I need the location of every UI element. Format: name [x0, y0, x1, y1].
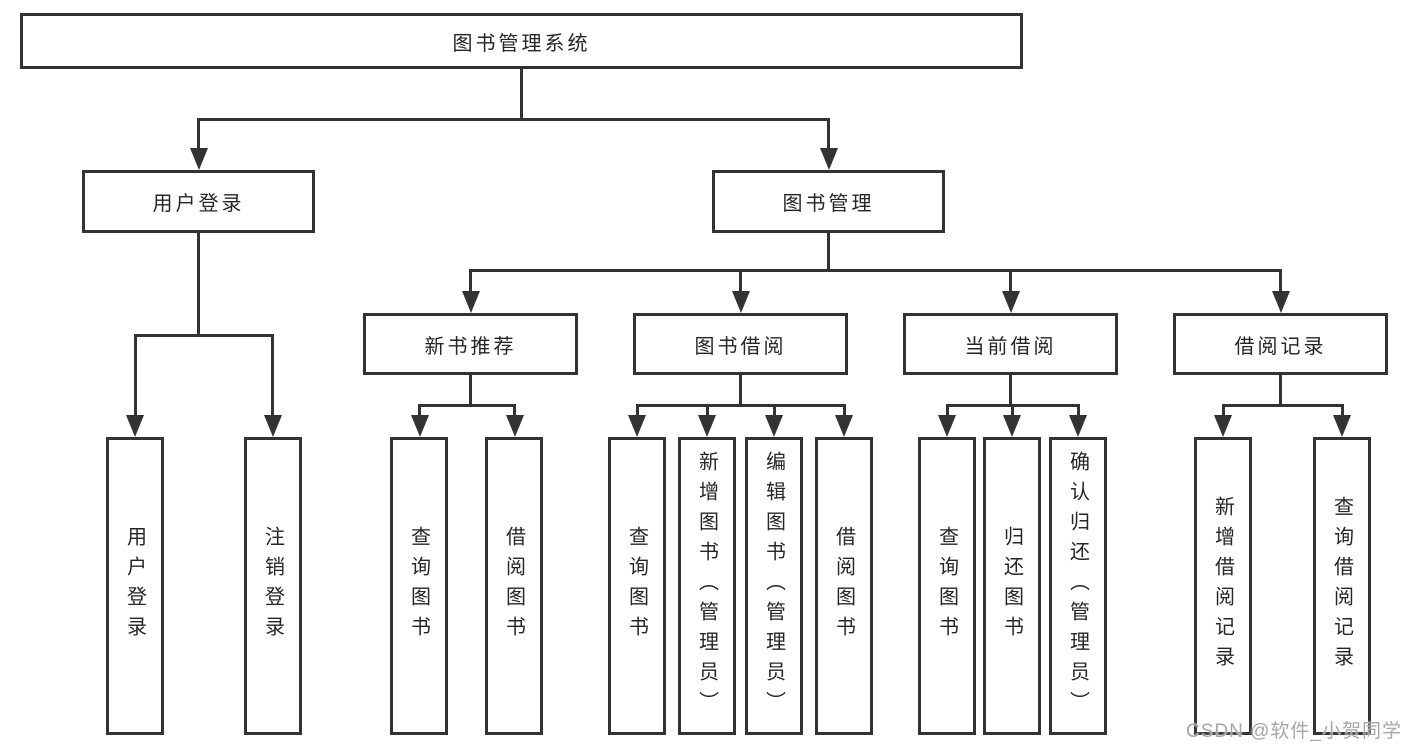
connector-line — [1009, 375, 1012, 406]
leaf-borrow-books-borrowing: 借阅图书 — [815, 437, 873, 735]
connector-line — [1222, 404, 1344, 407]
connector-line — [513, 404, 516, 417]
connector-line — [418, 404, 516, 407]
connector-line — [827, 233, 830, 271]
connector-arrow — [698, 415, 716, 437]
connector-arrow — [264, 415, 282, 437]
connector-line — [827, 118, 830, 151]
connector-arrow — [820, 148, 838, 170]
connector-line — [134, 334, 274, 337]
connector-line — [197, 233, 200, 336]
connector-line — [1077, 404, 1080, 417]
node-book-borrowing: 图书借阅 — [633, 313, 848, 375]
node-borrowing-records: 借阅记录 — [1173, 313, 1388, 375]
watermark: CSDN @软件_小贺同学 — [1186, 721, 1402, 742]
connector-line — [469, 269, 1282, 272]
connector-line — [636, 404, 846, 407]
connector-arrow — [506, 415, 524, 437]
connector-line — [1222, 404, 1225, 417]
connector-line — [706, 404, 709, 417]
connector-line — [1279, 375, 1282, 406]
leaf-edit-books-admin: 编辑图书（管理员） — [745, 437, 803, 735]
node-new-book-recommendation: 新书推荐 — [363, 313, 578, 375]
connector-line — [946, 404, 949, 417]
node-current-borrowing: 当前借阅 — [903, 313, 1118, 375]
connector-line — [197, 118, 830, 121]
leaf-confirm-return-admin: 确认归还（管理员） — [1049, 437, 1107, 735]
leaf-query-books-borrowing: 查询图书 — [608, 437, 666, 735]
connector-arrow — [732, 291, 750, 313]
connector-line — [739, 269, 742, 293]
leaf-user-login: 用户登录 — [106, 437, 164, 735]
connector-arrow — [462, 291, 480, 313]
node-user-login: 用户登录 — [82, 170, 315, 233]
connector-line — [636, 404, 639, 417]
connector-arrow — [1214, 415, 1232, 437]
connector-line — [1009, 269, 1012, 293]
connector-line — [134, 334, 137, 417]
connector-line — [469, 269, 472, 293]
connector-line — [1341, 404, 1344, 417]
connector-line — [1279, 269, 1282, 293]
connector-line — [418, 404, 421, 417]
connector-arrow — [126, 415, 144, 437]
connector-arrow — [1333, 415, 1351, 437]
connector-line — [843, 404, 846, 417]
connector-line — [739, 375, 742, 406]
connector-line — [197, 118, 200, 151]
node-library-system: 图书管理系统 — [20, 13, 1023, 69]
connector-line — [271, 334, 274, 417]
connector-line — [1011, 404, 1014, 417]
connector-arrow — [1272, 291, 1290, 313]
connector-arrow — [411, 415, 429, 437]
connector-line — [773, 404, 776, 417]
connector-arrow — [938, 415, 956, 437]
leaf-logout: 注销登录 — [244, 437, 302, 735]
leaf-add-books-admin: 新增图书（管理员） — [678, 437, 736, 735]
connector-arrow — [1002, 291, 1020, 313]
connector-arrow — [835, 415, 853, 437]
leaf-return-books: 归还图书 — [983, 437, 1041, 735]
connector-arrow — [765, 415, 783, 437]
leaf-query-books-current: 查询图书 — [918, 437, 976, 735]
connector-arrow — [1003, 415, 1021, 437]
leaf-query-books-recommend: 查询图书 — [390, 437, 448, 735]
leaf-borrow-books-recommend: 借阅图书 — [485, 437, 543, 735]
connector-line — [520, 69, 523, 121]
leaf-query-borrow-record: 查询借阅记录 — [1313, 437, 1371, 735]
connector-line — [469, 375, 472, 406]
connector-arrow — [628, 415, 646, 437]
leaf-add-borrow-record: 新增借阅记录 — [1194, 437, 1252, 735]
node-book-management: 图书管理 — [712, 170, 945, 233]
connector-arrow — [190, 148, 208, 170]
connector-arrow — [1069, 415, 1087, 437]
